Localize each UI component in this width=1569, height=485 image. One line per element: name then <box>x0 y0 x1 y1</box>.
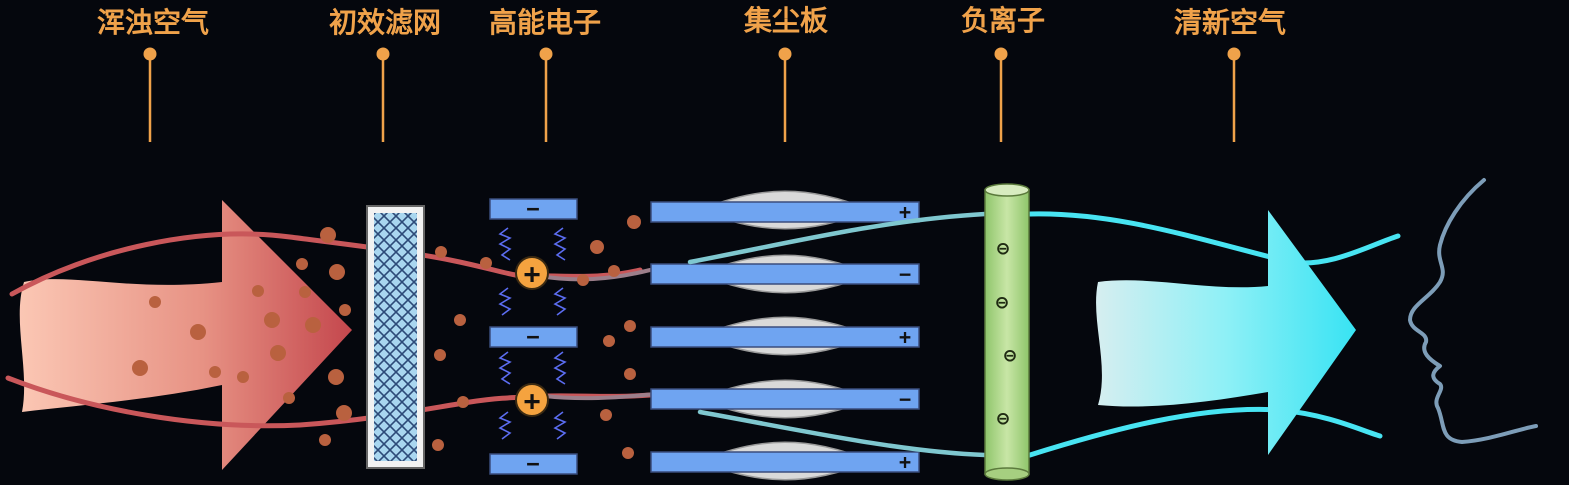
stage-labels: 浑浊空气 初效滤网 高能电子 集尘板 负离子 清新空气 <box>97 4 1286 142</box>
label-primary-filter-text: 初效滤网 <box>329 6 441 39</box>
spark-lines <box>498 227 567 440</box>
label-high-energy-electrons-text: 高能电子 <box>489 6 601 39</box>
negative-ion-icon: ⊖ <box>997 236 1009 260</box>
negative-ion-icon: ⊖ <box>996 290 1008 314</box>
face-profile-icon <box>1408 178 1538 444</box>
collector-plate: + <box>650 450 920 474</box>
dirty-air-arrow-shape <box>19 200 352 470</box>
svg-text:+: + <box>524 384 541 417</box>
electrode-plate: − <box>489 452 578 477</box>
label-negative-ion: 负离子 <box>961 4 1045 142</box>
electron-emitter: − − − + + <box>489 197 578 477</box>
svg-text:−: − <box>899 387 911 411</box>
dust-particles <box>132 215 641 459</box>
label-dirty-air-text: 浑浊空气 <box>97 6 209 39</box>
label-dust-plate-text: 集尘板 <box>743 4 828 37</box>
label-negative-ion-text: 负离子 <box>961 4 1045 37</box>
svg-text:+: + <box>899 450 911 474</box>
negative-ion-icon: ⊖ <box>997 406 1009 430</box>
clean-air-arrow <box>1096 210 1356 455</box>
strand-bottom-fade <box>543 392 657 401</box>
pin-dot <box>143 47 157 61</box>
strand-top-fade <box>538 268 652 282</box>
electrode-sign: − <box>526 197 539 222</box>
pin-dot <box>1227 47 1241 61</box>
svg-text:+: + <box>899 200 911 224</box>
svg-text:+: + <box>524 257 541 290</box>
pin-dot <box>376 47 390 61</box>
svg-text:+: + <box>899 325 911 349</box>
positive-charge-icon: + <box>515 256 549 290</box>
pin-dot <box>539 47 553 61</box>
electrode-sign: − <box>526 325 539 350</box>
pin-dot <box>994 47 1008 61</box>
dirty-air-arrow <box>19 200 352 470</box>
collector-plate: − <box>650 262 920 286</box>
electrode-plate: − <box>489 197 578 222</box>
collector-plate: − <box>650 387 920 411</box>
label-dirty-air: 浑浊空气 <box>97 6 209 142</box>
label-primary-filter: 初效滤网 <box>329 6 441 142</box>
negative-ion-icon: ⊖ <box>1004 343 1016 367</box>
filter-mesh <box>374 213 417 461</box>
negative-ion-tube: ⊖ ⊖ ⊖ ⊖ <box>984 183 1030 481</box>
collector-plate: + <box>650 200 920 224</box>
clean-air-arrow-shape <box>1096 210 1356 455</box>
collector-plate: + <box>650 325 920 349</box>
label-fresh-air: 清新空气 <box>1174 6 1286 142</box>
electrode-sign: − <box>526 452 539 477</box>
positive-charge-icon: + <box>515 383 549 417</box>
svg-text:−: − <box>899 262 911 286</box>
pin-dot <box>778 47 792 61</box>
label-high-energy-electrons: 高能电子 <box>489 6 601 142</box>
label-fresh-air-text: 清新空气 <box>1174 6 1286 39</box>
electrode-plate: − <box>489 325 578 350</box>
dust-collector: + − + − + <box>650 190 920 481</box>
clean-air-strands <box>687 211 1401 458</box>
primary-filter <box>366 205 425 469</box>
label-dust-plate: 集尘板 <box>743 4 828 142</box>
